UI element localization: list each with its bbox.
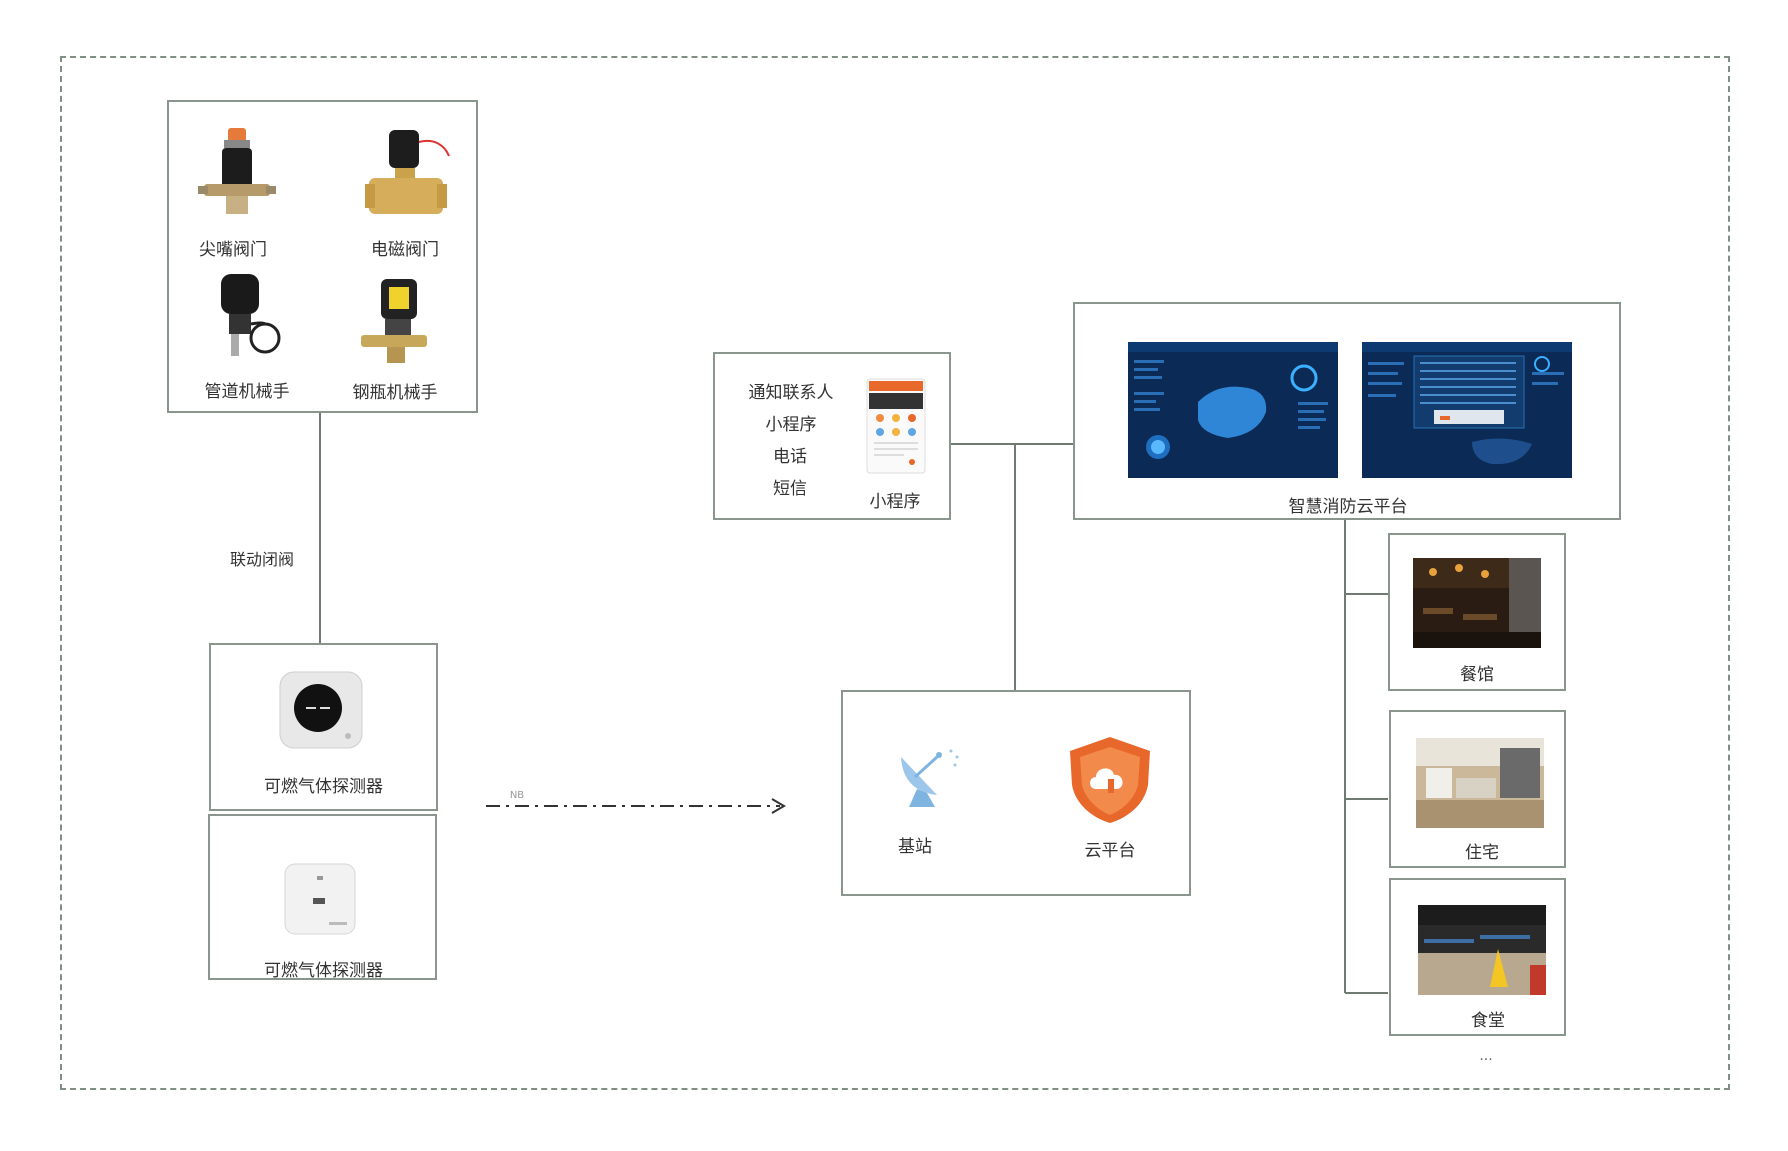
gas-detector-square-icon bbox=[284, 863, 356, 935]
notify-mini-program: 小程序 bbox=[765, 415, 817, 435]
smart-platform-label: 智慧消防云平台 bbox=[1288, 497, 1408, 517]
base-station-label: 基站 bbox=[898, 837, 932, 857]
link-close-valve-label: 联动闭阀 bbox=[229, 550, 294, 569]
outer-dashed-frame bbox=[60, 56, 1730, 1090]
notify-phone: 电话 bbox=[773, 447, 807, 467]
mini-program-app-label: 小程序 bbox=[869, 492, 921, 512]
notify-sms: 短信 bbox=[773, 479, 807, 499]
residence-label: 住宅 bbox=[1465, 843, 1499, 863]
detector-1-label: 可燃气体探测器 bbox=[264, 777, 383, 797]
nb-arrow-head bbox=[771, 798, 786, 814]
restaurant-label: 餐馆 bbox=[1460, 665, 1494, 685]
solenoid-valve-icon bbox=[365, 130, 450, 214]
cloud-platform-label: 云平台 bbox=[1084, 841, 1136, 861]
restaurant-photo bbox=[1413, 558, 1541, 648]
cloud-shield-icon bbox=[1070, 737, 1150, 823]
satellite-dish-icon bbox=[901, 749, 959, 807]
dashboard-map-screenshot bbox=[1128, 342, 1338, 478]
dashboard-table-screenshot bbox=[1362, 342, 1572, 478]
more-scenes-ellipsis: ... bbox=[1479, 1048, 1493, 1064]
notify-contacts: 通知联系人 bbox=[748, 383, 834, 403]
nb-label: NB bbox=[509, 790, 525, 801]
solenoid-valve-label: 电磁阀门 bbox=[371, 240, 439, 260]
residence-photo bbox=[1416, 738, 1544, 828]
pointed-valve-label: 尖嘴阀门 bbox=[199, 240, 267, 260]
cylinder-manipulator-icon bbox=[361, 279, 427, 363]
pipe-manipulator-label: 管道机械手 bbox=[204, 382, 290, 402]
pointed-valve-icon bbox=[198, 128, 276, 214]
cylinder-manipulator-label: 钢瓶机械手 bbox=[352, 383, 438, 403]
valves-box bbox=[167, 100, 478, 413]
gas-detector-round-icon bbox=[279, 671, 363, 749]
pipe-manipulator-icon bbox=[221, 274, 281, 356]
canteen-label: 食堂 bbox=[1471, 1011, 1505, 1031]
mini-program-phone-icon bbox=[866, 378, 926, 474]
detector-2-label: 可燃气体探测器 bbox=[264, 961, 383, 981]
canteen-photo bbox=[1418, 905, 1546, 995]
